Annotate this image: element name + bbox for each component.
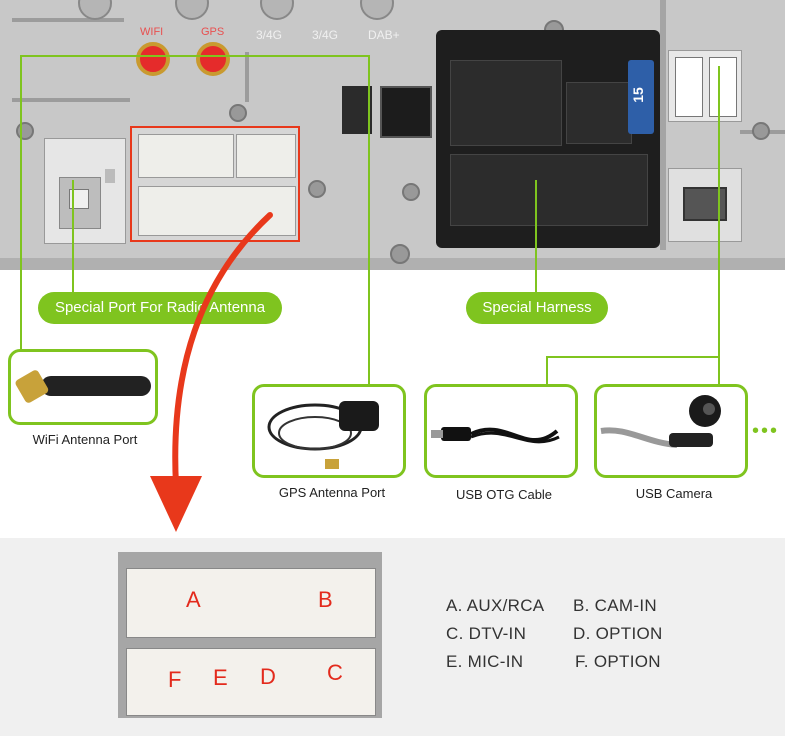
otg-guide-line xyxy=(546,356,548,386)
head-unit-back-panel: WIFI GPS 3/4G 3/4G DAB+ 15 xyxy=(0,0,785,290)
port-3g-label-2: 3/4G xyxy=(312,28,339,42)
usb-cable-icon xyxy=(431,427,560,444)
connector-letter-a: A xyxy=(186,587,201,612)
connector-pointer-arrow xyxy=(150,212,273,532)
gps-antenna-box xyxy=(252,384,406,478)
connector-letter-b: B xyxy=(318,587,333,612)
harness-connector xyxy=(436,30,660,248)
radio-antenna-callout: Special Port For Radio Antenna xyxy=(38,292,282,324)
connector-photo xyxy=(118,552,382,718)
radio-antenna-port-highlight xyxy=(130,126,300,242)
harness-guide-line xyxy=(535,180,537,292)
usb-branch-line xyxy=(546,356,720,358)
wifi-jack xyxy=(136,42,170,76)
legend-a: A. AUX/RCA xyxy=(446,596,545,615)
connector-letter-e: E xyxy=(213,665,228,690)
usb-camera-box xyxy=(594,384,748,478)
gps-antenna-icon xyxy=(267,401,379,469)
camera-port xyxy=(668,168,742,242)
radio-guide-line xyxy=(72,180,74,292)
connector-letter-f: F xyxy=(168,667,182,692)
legend-c: C. DTV-IN xyxy=(446,624,527,643)
legend-f: F. OPTION xyxy=(575,652,661,671)
legend-d: D. OPTION xyxy=(573,624,663,643)
gps-guide-line xyxy=(368,55,370,385)
top-guide-line xyxy=(20,55,370,57)
port-3g-label-1: 3/4G xyxy=(256,28,283,42)
connector-letter-d: D xyxy=(260,664,276,689)
harness-callout: Special Harness xyxy=(466,292,608,324)
gps-antenna-caption: GPS Antenna Port xyxy=(278,485,386,500)
connector-letter-c: C xyxy=(327,660,343,685)
usb-otg-caption: USB OTG Cable xyxy=(455,487,553,502)
legend-e: E. MIC-IN xyxy=(446,652,524,671)
connector-detail-section: A B F E D C A. AUX/RCA B. CAM-IN C. DTV-… xyxy=(0,538,785,736)
gps-jack-label: GPS xyxy=(201,26,225,38)
wifi-guide-line xyxy=(20,55,22,353)
usb-ports xyxy=(668,50,742,122)
fuse: 15 xyxy=(628,60,654,134)
wifi-antenna-caption: WiFi Antenna Port xyxy=(32,432,138,447)
camera-icon xyxy=(600,395,721,448)
legend-b: B. CAM-IN xyxy=(573,596,657,615)
usb-guide-line xyxy=(718,66,720,386)
wifi-antenna-icon xyxy=(15,370,151,403)
wifi-jack-label: WIFI xyxy=(140,26,164,38)
gps-jack xyxy=(196,42,230,76)
fuse-label: 15 xyxy=(629,87,646,103)
dab-label: DAB+ xyxy=(368,28,400,42)
wifi-antenna-box xyxy=(8,349,158,425)
usb-camera-caption: USB Camera xyxy=(635,486,713,501)
more-accessories-indicator: ••• xyxy=(752,420,780,442)
wifi-module xyxy=(44,138,126,244)
usb-otg-box xyxy=(424,384,578,478)
